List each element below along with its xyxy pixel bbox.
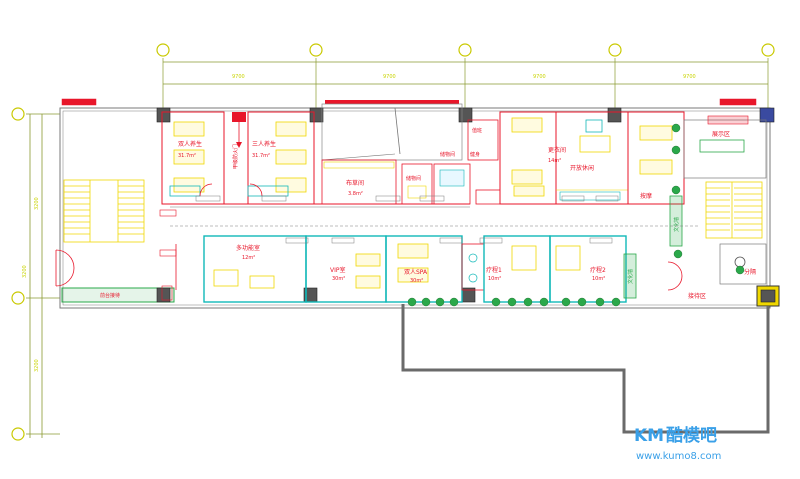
room-double-spa: 双人SPA 30m² — [385, 235, 463, 303]
watermark-brand: 酷模吧 — [666, 425, 717, 446]
label-multi-area: 12m² — [242, 255, 255, 261]
label-linen: 布草间 — [346, 179, 364, 187]
fire-door-marker: 甲级防火门 — [232, 112, 246, 169]
left-markers — [159, 209, 177, 301]
label-vip: VIP室 — [330, 266, 346, 274]
label-triple-area: 31.7m² — [252, 153, 270, 159]
label-fire-door: 甲级防火门 — [232, 144, 239, 169]
label-vip-area: 30m² — [332, 276, 345, 282]
display-area: 展示区 — [683, 115, 767, 179]
grid-bubble-2 — [309, 43, 323, 57]
bottom-left-counter: 前台接待 — [61, 287, 175, 303]
top-grid-axis: 9700 9700 9700 9700 — [156, 43, 775, 112]
room-triple-wellness: 三人养生 31.7m² — [247, 111, 315, 205]
dim-left-1: 3200 — [34, 197, 40, 210]
dim-left-2: 3200 — [34, 359, 40, 372]
building-outline — [59, 107, 771, 309]
grid-bubble-4 — [608, 43, 622, 57]
left-stairs — [63, 179, 145, 243]
dim-top-1: 9700 — [232, 74, 245, 80]
dim-left-3: 3200 — [22, 265, 28, 278]
label-massage: 按摩 — [640, 192, 652, 200]
left-entrance-door — [55, 249, 75, 287]
door-tags — [195, 195, 619, 244]
label-treat1-area: 10m² — [488, 276, 501, 282]
room-treatment-2: 疗程2 10m² — [549, 235, 627, 303]
small-service — [475, 189, 501, 205]
room-changing: 更衣间 14m² — [499, 111, 566, 205]
label-treat2: 疗程2 — [590, 266, 606, 274]
room-linen: 布草间 3.8m² — [321, 159, 397, 205]
room-toilet — [461, 243, 485, 291]
label-treat1: 疗程1 — [486, 266, 502, 274]
grid-bubble-3 — [458, 43, 472, 57]
grid-bubble-c — [11, 427, 25, 441]
label-culture-wall: 文化墙 — [673, 217, 680, 232]
label-culture-wall-2: 文化墙 — [627, 269, 634, 284]
grid-bubble-5 — [761, 43, 775, 57]
grid-bubble-a — [11, 107, 25, 121]
top-vents — [62, 99, 756, 105]
room-multifunction: 多功能室 12m² — [203, 235, 307, 303]
culture-wall-lower: 文化墙 — [623, 253, 637, 299]
culture-wall-right: 文化墙 — [669, 195, 683, 247]
label-partition: 分隔 — [744, 268, 756, 276]
dim-top-4: 9700 — [683, 74, 696, 80]
label-lounge: 接待区 — [688, 292, 706, 300]
room-double-wellness: 双人养生 31.7m² — [161, 111, 225, 205]
left-grid-axis: 3200 3200 3200 — [11, 107, 60, 441]
plants — [407, 123, 745, 307]
watermark-logo: KM — [634, 426, 664, 446]
label-display: 展示区 — [712, 131, 730, 138]
lounge: 接待区 — [667, 261, 706, 300]
watermark: KM 酷模吧 www.kumo8.com — [634, 425, 721, 462]
room-duty: 值班 — [467, 119, 499, 161]
label-multifunction: 多功能室 — [236, 244, 260, 252]
grid-bubble-1 — [156, 43, 170, 57]
partition-area: 分隔 — [719, 243, 767, 285]
room-treatment-1: 疗程1 10m² — [483, 235, 551, 303]
label-corridor: 前台接待 — [100, 292, 120, 299]
dim-top-3: 9700 — [533, 74, 546, 80]
watermark-url: www.kumo8.com — [636, 451, 721, 462]
label-storage-2: 储物间 — [440, 151, 455, 158]
label-storage: 储物间 — [406, 175, 421, 182]
right-stairs — [705, 181, 763, 239]
grid-bubble-b — [11, 291, 25, 305]
label-changing: 更衣间 — [548, 146, 566, 154]
label-double-spa: 双人SPA — [404, 269, 428, 276]
label-spa-area: 30m² — [410, 278, 423, 284]
label-treat2-area: 10m² — [592, 276, 605, 282]
label-open-area: 开放休闲 — [570, 164, 594, 172]
room-fitness: 健身 储物间 — [433, 151, 480, 205]
room-vip: VIP室 30m² — [305, 235, 387, 303]
label-linen-area: 3.8m² — [348, 191, 363, 197]
label-fitness: 健身 — [470, 151, 480, 158]
label-duty: 值班 — [472, 127, 482, 134]
dim-top-2: 9700 — [383, 74, 396, 80]
room-storage: 储物间 — [401, 163, 433, 205]
label-changing-area: 14m² — [548, 158, 561, 164]
label-double-area: 31.7m² — [178, 153, 196, 159]
room-open-area: 开放休闲 — [555, 111, 629, 205]
label-triple-wellness: 三人养生 — [252, 140, 276, 148]
site-boundary — [401, 304, 770, 434]
label-double-wellness: 双人养生 — [178, 140, 202, 148]
